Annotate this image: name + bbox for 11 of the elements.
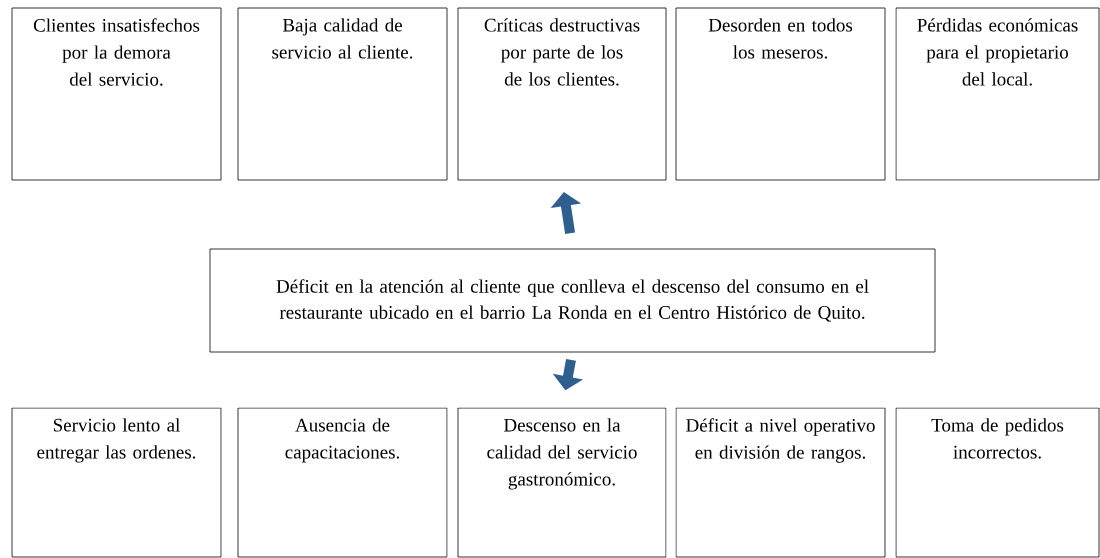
text-box: Críticas destructivas por parte de los de los clientes. [457,7,667,181]
text-box: Ausencia de capacitaciones. [237,407,448,558]
text-box: Baja calidad de servicio al cliente. [237,7,448,181]
text-box: Desorden en todos los meseros. [675,7,886,181]
text-box: Déficit a nivel operativo en división de rangos. [675,407,886,558]
text-box: Pérdidas económicas para el propietario del local. [895,7,1100,181]
problem-box: Déficit en la atención al cliente que conlleva el descenso del consumo en el restaurante ubicado en el barrio La Ronda en el Centro Histórico de Quito. [209,248,936,353]
text-box: Clientes insatisfechos por la demora del servicio. [11,7,222,181]
text-box: Servicio lento al entregar las ordenes. [11,407,222,558]
text-box: Toma de pedidos incorrectos. [895,407,1100,558]
text-box: Descenso en la calidad del servicio gastronómico. [457,407,667,558]
